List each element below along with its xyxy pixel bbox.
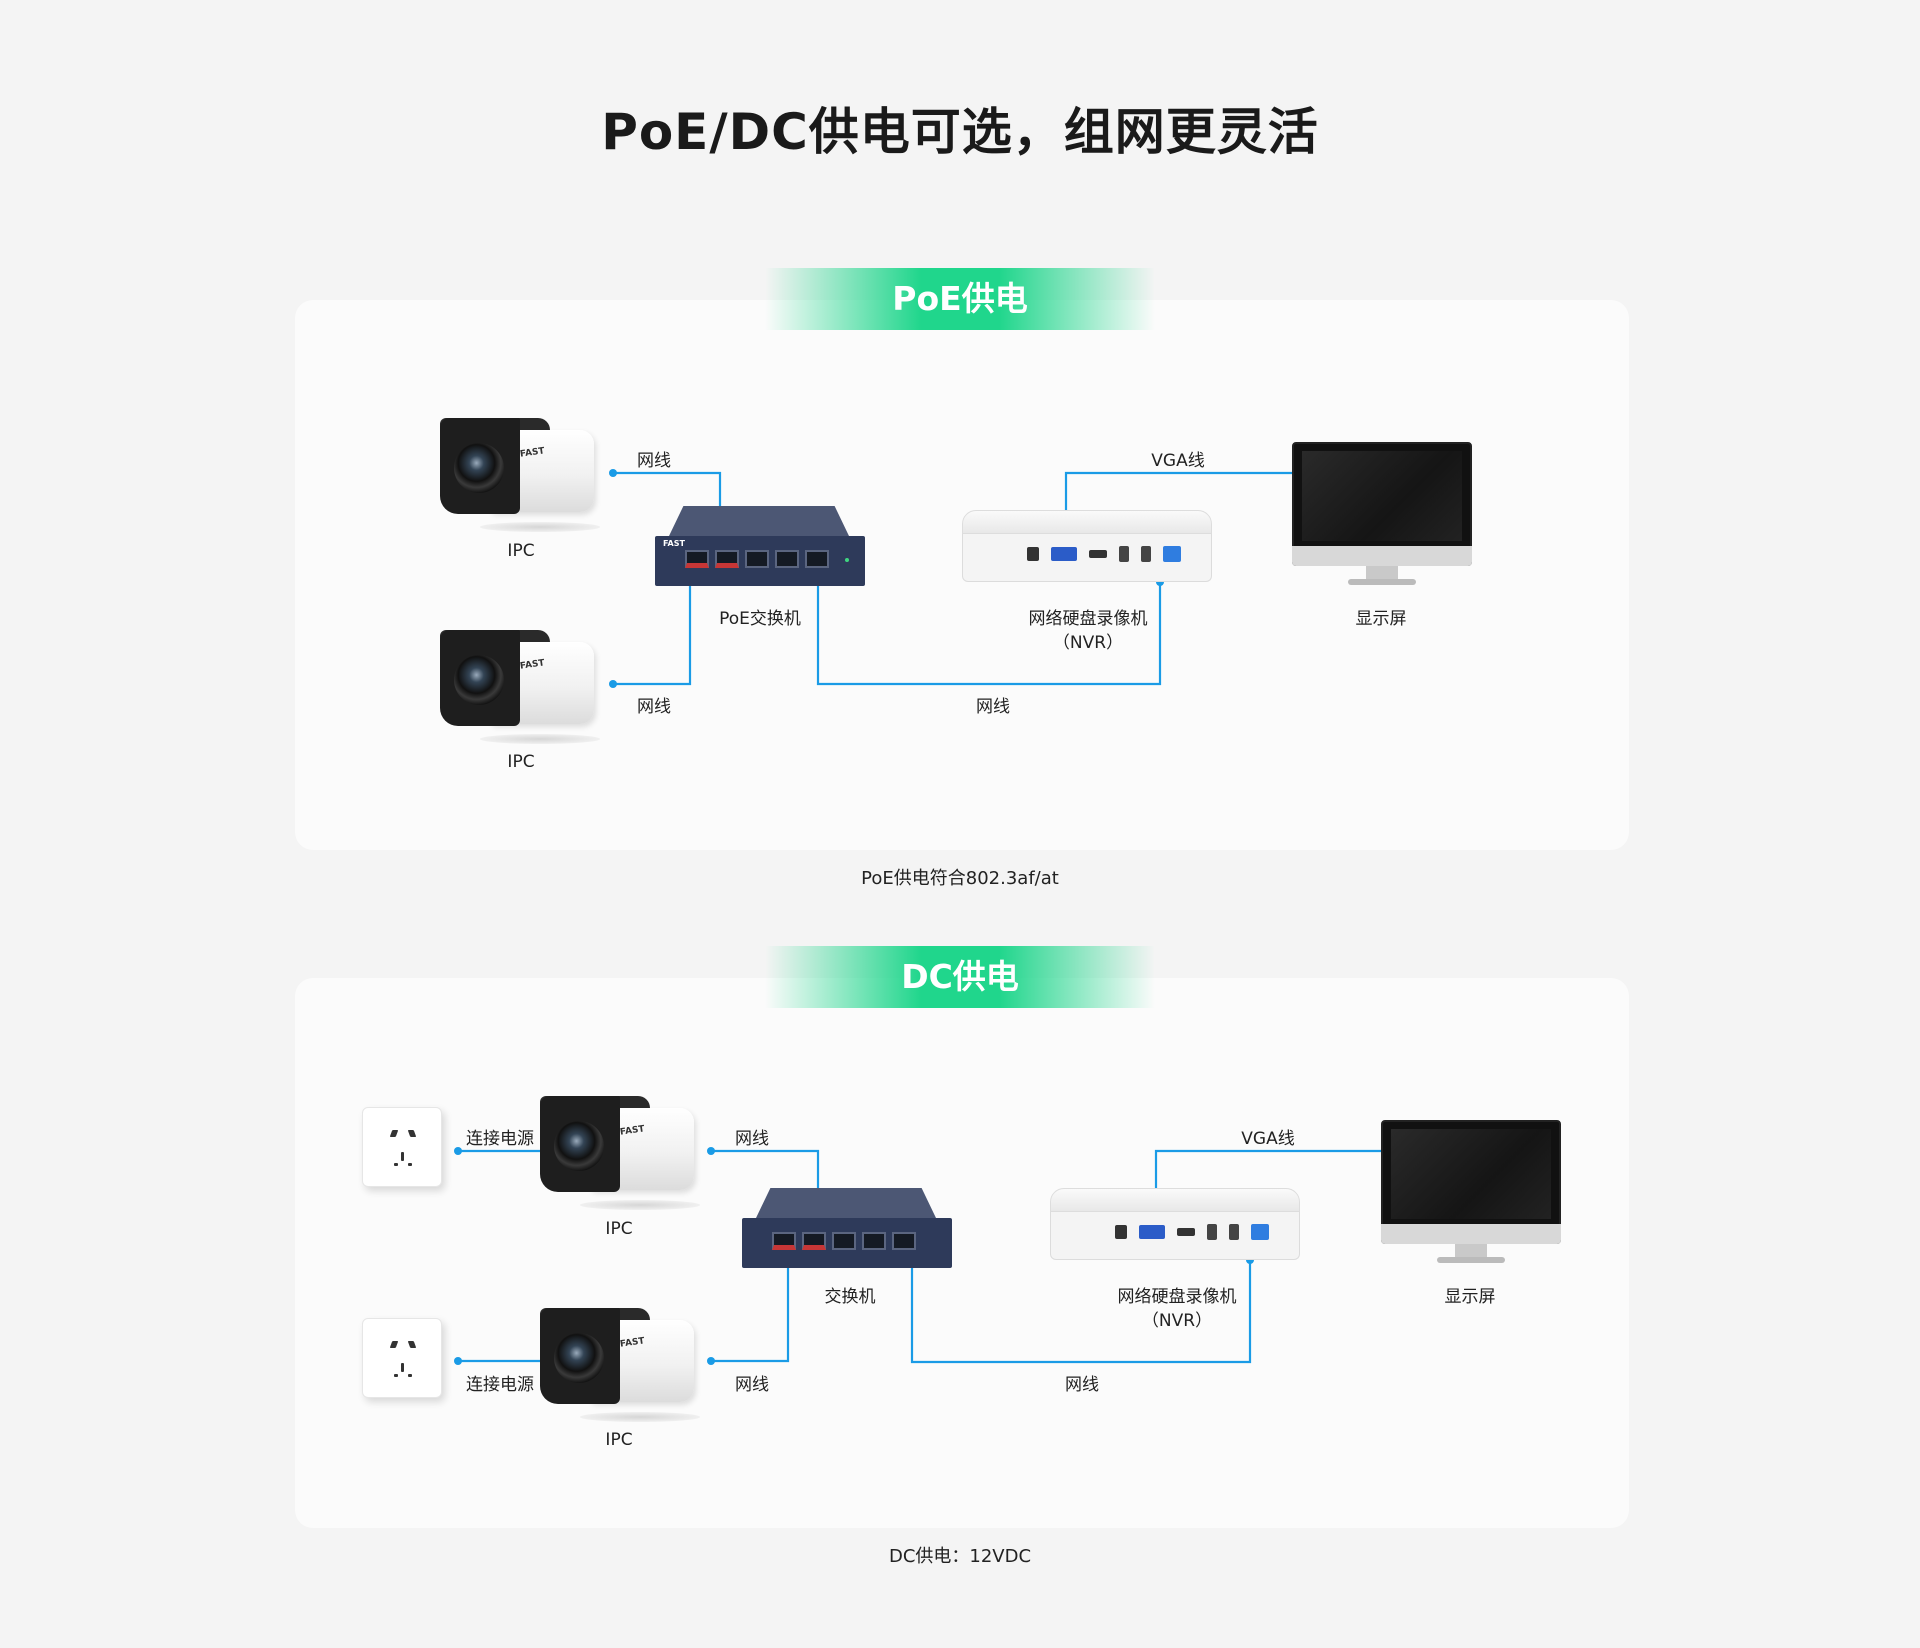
- ipc-camera-4: FAST: [540, 1308, 710, 1423]
- poe-switch: FAST: [655, 506, 865, 588]
- monitor-dc: [1381, 1120, 1561, 1270]
- cable-label-1: 网线: [637, 451, 671, 471]
- dc-caption: DC供电：12VDC: [888, 1546, 1032, 1567]
- nvr-label-dc: 网络硬盘录像机: [1117, 1287, 1237, 1307]
- page-title: PoE/DC供电可选，组网更灵活: [601, 103, 1319, 161]
- ipc-camera-1: FAST: [440, 418, 610, 533]
- power-led-icon: [845, 558, 849, 562]
- ipc-camera-3: FAST: [540, 1096, 710, 1211]
- lens-icon: [454, 655, 504, 705]
- dc-switch-label: 交换机: [824, 1287, 876, 1307]
- lens-icon: [554, 1121, 604, 1171]
- dc-switch: [742, 1188, 952, 1270]
- ipc-camera-2: FAST: [440, 630, 610, 745]
- nvr-label: 网络硬盘录像机: [1028, 609, 1148, 629]
- cable-label-4: 网线: [735, 1129, 769, 1149]
- cable-label-5: 网线: [735, 1375, 769, 1395]
- power-outlet-1: [362, 1107, 442, 1187]
- nvr-device: [962, 510, 1212, 585]
- nvr-label-dc-sub: （NVR）: [1141, 1311, 1213, 1331]
- lens-icon: [554, 1333, 604, 1383]
- ipc-label-4: IPC: [605, 1430, 633, 1450]
- ipc-label-3: IPC: [605, 1219, 633, 1239]
- monitor: [1292, 442, 1472, 592]
- monitor-label: 显示屏: [1355, 609, 1407, 629]
- lens-icon: [454, 443, 504, 493]
- switch-brand-logo: FAST: [663, 539, 685, 548]
- poe-badge: PoE供电: [765, 268, 1155, 330]
- vga-cable-label-dc: VGA线: [1241, 1129, 1295, 1149]
- cable-label-3: 网线: [976, 697, 1010, 717]
- vga-cable-label: VGA线: [1151, 451, 1205, 471]
- nvr-label-sub: （NVR）: [1052, 633, 1124, 653]
- poe-caption: PoE供电符合802.3af/at: [861, 868, 1059, 889]
- cable-label-2: 网线: [637, 697, 671, 717]
- nvr-device-dc: [1050, 1188, 1300, 1263]
- dc-badge: DC供电: [765, 946, 1155, 1008]
- cable-label-6: 网线: [1065, 1375, 1099, 1395]
- switch-label: PoE交换机: [719, 609, 801, 629]
- ipc-label-1: IPC: [507, 541, 535, 561]
- ipc-label-2: IPC: [507, 752, 535, 772]
- power-label-2: 连接电源: [466, 1375, 534, 1395]
- monitor-label-dc: 显示屏: [1444, 1287, 1496, 1307]
- power-label-1: 连接电源: [466, 1129, 534, 1149]
- power-outlet-2: [362, 1318, 442, 1398]
